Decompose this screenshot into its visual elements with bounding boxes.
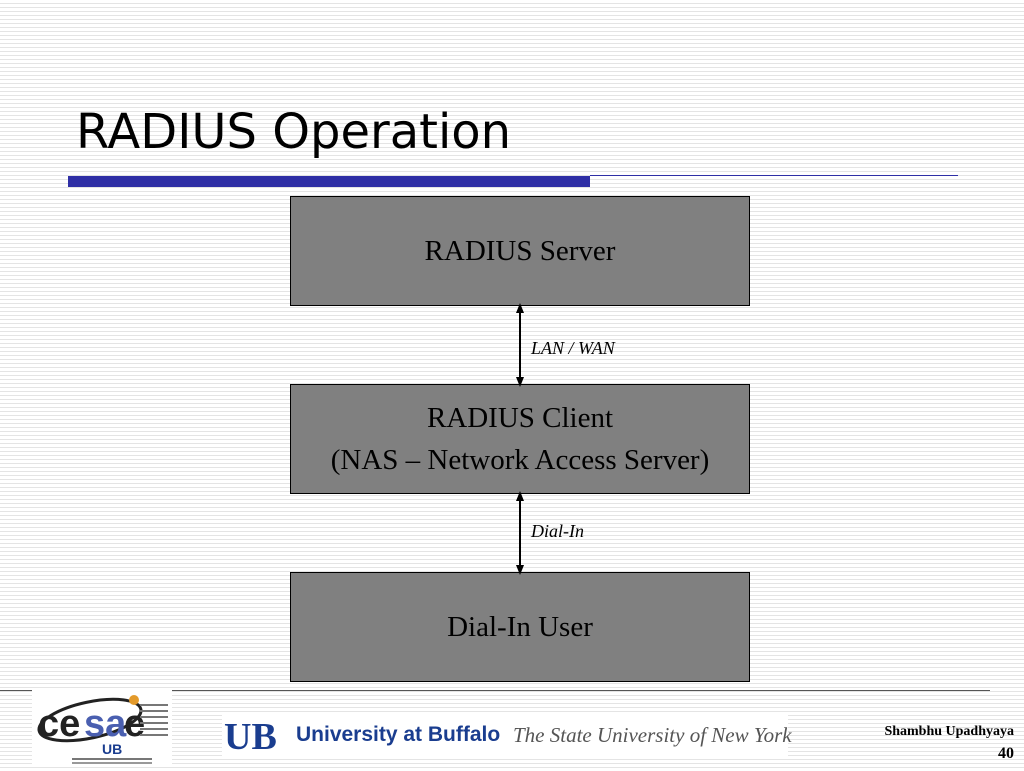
- dial-in-label: Dial-In: [531, 521, 584, 541]
- ub-logo: UB University at Buffalo The State Unive…: [222, 713, 792, 759]
- title-underline: [68, 174, 958, 188]
- ub-name-text: University at Buffalo: [296, 723, 501, 746]
- radius-server-box: RADIUS Server: [290, 196, 750, 306]
- svg-text:UB: UB: [102, 741, 122, 757]
- cesae-logo: ce sa e UB: [32, 690, 172, 766]
- title-underline-thin: [590, 175, 958, 176]
- radius-client-sublabel: (NAS – Network Access Server): [330, 444, 710, 476]
- author-name: Shambhu Upadhyaya: [884, 724, 1014, 739]
- dial-in-user-label: Dial-In User: [447, 611, 593, 643]
- radius-client-label: RADIUS Client: [426, 402, 614, 434]
- radius-client-box: RADIUS Client (NAS – Network Access Serv…: [290, 384, 750, 494]
- ub-tagline-text: The State University of New York: [513, 723, 792, 747]
- svg-text:UB: UB: [224, 716, 277, 758]
- lan-wan-label: LAN / WAN: [531, 338, 615, 358]
- svg-text:e: e: [124, 703, 145, 745]
- slide-title: RADIUS Operation: [76, 104, 512, 160]
- title-underline-thick: [68, 176, 590, 187]
- ub-monogram: UB: [224, 716, 277, 758]
- svg-text:ce: ce: [38, 703, 80, 745]
- svg-text:sa: sa: [84, 703, 127, 745]
- radius-server-label: RADIUS Server: [424, 235, 616, 267]
- cesae-logo-mark: ce sa e UB: [37, 695, 168, 764]
- footer-divider: [0, 690, 990, 691]
- page-number: 40: [998, 745, 1014, 762]
